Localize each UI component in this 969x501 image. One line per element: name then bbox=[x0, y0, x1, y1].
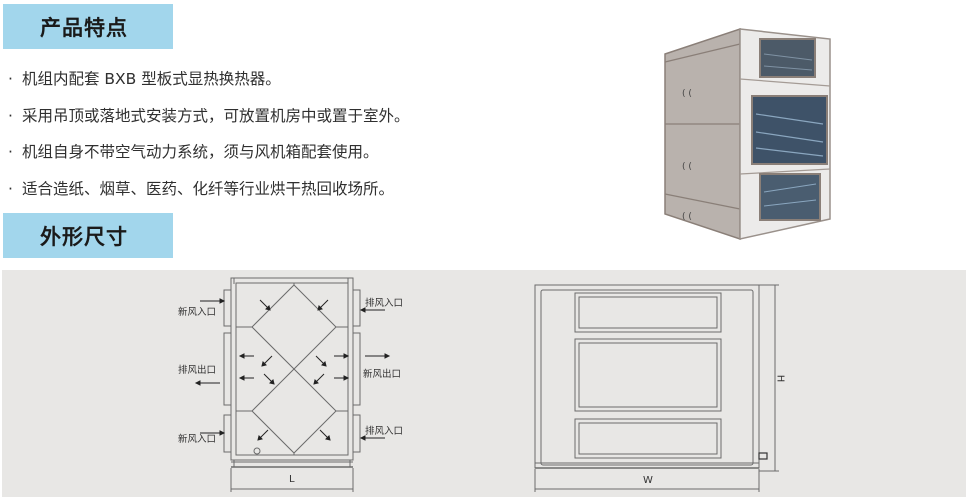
svg-text:( (: ( ( bbox=[682, 89, 692, 99]
label-fresh-air-inlet-bottom: 新风入口 bbox=[178, 434, 217, 445]
product-photo: ( ( ( ( ( ( bbox=[664, 27, 831, 241]
feature-item: ·机组内配套 BXB 型板式显热换热器。 bbox=[8, 70, 281, 88]
svg-text:( (: ( ( bbox=[682, 212, 692, 222]
section-title: 产品特点 bbox=[40, 15, 128, 40]
feature-list: ·机组内配套 BXB 型板式显热换热器。 ·采用吊顶或落地式安装方式，可放置机房… bbox=[8, 69, 410, 215]
feature-item: ·机组自身不带空气动力系统，须与风机箱配套使用。 bbox=[8, 143, 379, 161]
dimension-height-label: H bbox=[774, 374, 786, 383]
label-exhaust-inlet-bottom: 排风入口 bbox=[365, 426, 404, 437]
dimension-width-label: W bbox=[643, 475, 653, 486]
dimension-length-label: L bbox=[289, 474, 295, 485]
side-view-diagram bbox=[194, 277, 779, 492]
label-fresh-air-inlet-top: 新风入口 bbox=[178, 307, 217, 318]
dimension-drawings-panel: 新风入口 排风出口 新风入口 排风入口 新风出口 排风入口 L W H bbox=[2, 270, 966, 497]
label-fresh-air-outlet: 新风出口 bbox=[363, 369, 402, 380]
feature-item: ·采用吊顶或落地式安装方式，可放置机房中或置于室外。 bbox=[8, 106, 410, 125]
feature-item: ·适合造纸、烟草、医药、化纤等行业烘干热回收场所。 bbox=[8, 179, 395, 198]
section-header-product-features: 产品特点 bbox=[3, 4, 173, 49]
svg-text:( (: ( ( bbox=[682, 162, 692, 172]
label-exhaust-inlet-top: 排风入口 bbox=[365, 298, 404, 309]
section-title: 外形尺寸 bbox=[40, 224, 128, 249]
label-exhaust-outlet: 排风出口 bbox=[178, 365, 217, 376]
section-header-dimensions: 外形尺寸 bbox=[3, 213, 173, 258]
